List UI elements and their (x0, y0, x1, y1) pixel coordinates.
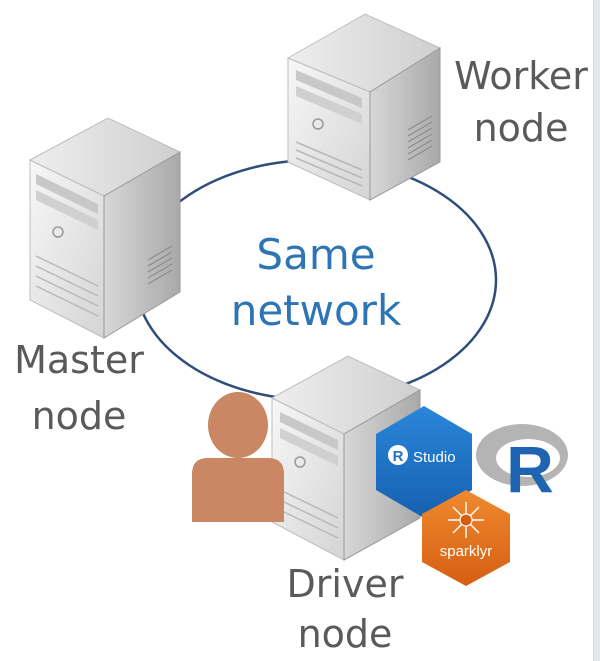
master-node-label-line2: node (31, 394, 127, 438)
worker-node-label-line2: node (473, 106, 569, 150)
worker-server-icon (286, 13, 442, 201)
driver-node-label-line2: node (297, 612, 393, 656)
same-network-label-line1: Same (256, 230, 376, 279)
slide-edge (593, 0, 600, 661)
master-server-icon (28, 117, 182, 339)
sparklyr-logo-text: sparklyr (440, 543, 493, 560)
r-language-logo: R (476, 424, 568, 506)
r-logo-letter: R (506, 432, 554, 506)
master-node-label-line1: Master (14, 338, 144, 382)
worker-node-label-line1: Worker (454, 54, 588, 98)
sparklyr-logo: sparklyr (422, 490, 510, 586)
driver-node-label-line1: Driver (286, 562, 404, 606)
rstudio-logo-r: R (393, 448, 404, 465)
user-person-icon (192, 392, 284, 522)
rstudio-logo: R Studio (376, 406, 472, 518)
same-network-label-line2: network (230, 286, 402, 335)
rstudio-logo-text: Studio (413, 449, 456, 466)
